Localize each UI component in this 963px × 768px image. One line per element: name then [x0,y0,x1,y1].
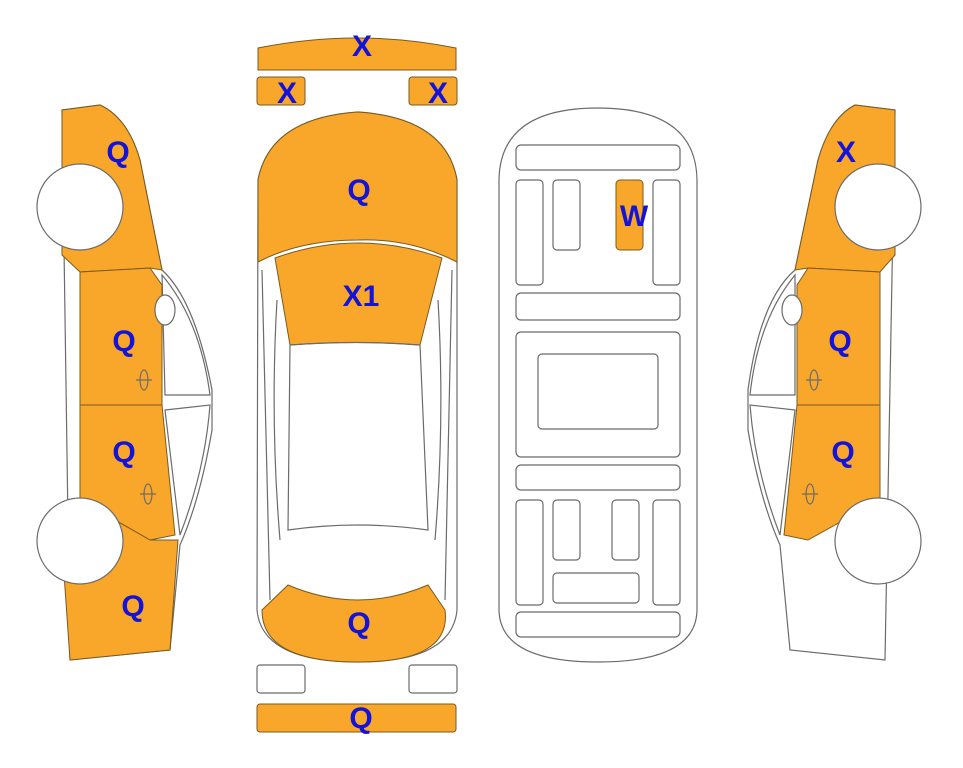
floor-cell [552,179,581,251]
floor-cell [515,292,681,321]
rear-bumper-code: Q [349,702,372,735]
front-left-small-panel[interactable] [256,76,306,106]
left-rear-door-code: Q [112,436,135,469]
floor-cell [515,611,681,638]
floor-cell [552,499,581,561]
left-body-side-line [261,269,271,601]
right-front-code: X [836,136,856,169]
floor-outline [498,107,698,663]
right-front-wheel [834,163,922,251]
left-rear-handle [140,483,156,505]
floor-item-panel[interactable] [615,179,644,251]
left-glass-line [273,299,281,541]
top-view [256,37,458,733]
left-front-door-panel[interactable] [79,267,163,406]
floor-cell [515,144,681,171]
left-front-door-code: Q [112,325,135,358]
rear-left-light [256,664,306,694]
hood-panel[interactable] [257,111,458,263]
rear-bumper-panel[interactable] [256,703,457,733]
front-left-small-code: X [277,77,297,110]
right-body-side-line [444,269,453,601]
right-front-handle [806,369,822,391]
floor-cell [515,499,544,606]
rear-right-light [408,664,458,694]
left-mirror [154,294,176,326]
left-side-view [36,104,213,661]
left-front-handle [136,369,152,391]
right-front-door-code: Q [828,325,851,358]
damage-codes: X X X Q X1 Q Q W Q Q Q Q X Q Q [106,30,856,735]
floor-view [498,107,698,663]
right-rear-wheel [834,497,922,585]
floor-cell [552,572,640,604]
left-rear-wheel [36,497,124,585]
trunk-code: Q [347,607,370,640]
floor-cell [652,179,681,286]
front-bumper-code: X [352,30,372,63]
floor-cell [515,464,681,491]
trunk-panel[interactable] [261,584,446,663]
right-mirror [781,294,803,326]
front-right-small-panel[interactable] [408,76,458,106]
hood-code: Q [347,174,370,207]
right-front-door-panel[interactable] [796,267,881,406]
left-side-glass [161,273,211,396]
left-front-wheel [36,163,124,251]
right-rear-handle [802,483,818,505]
right-side-view [747,104,922,661]
left-rear-code: Q [121,590,144,623]
front-bumper-panel[interactable] [257,37,457,71]
left-front-code: Q [106,136,129,169]
floor-cell [515,179,544,286]
right-side-glass [749,273,796,396]
left-rear-glass [164,404,211,536]
right-rear-door-code: Q [831,436,854,469]
floor-item-code: W [620,200,649,233]
front-right-small-code: X [428,77,448,110]
floor-cell [537,353,659,430]
right-glass-line [434,299,442,541]
floor-cell [652,499,681,606]
windshield-code: X1 [343,280,380,313]
right-rear-glass [749,404,796,536]
floor-cell [611,499,640,561]
roof-outline [287,341,429,531]
